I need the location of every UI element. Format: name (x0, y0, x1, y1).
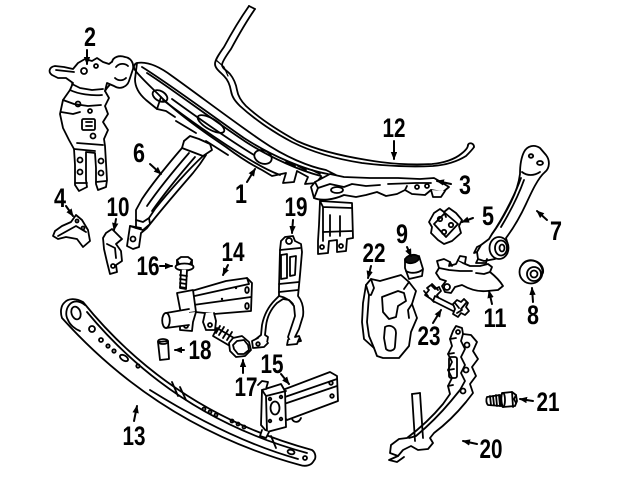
svg-text:5: 5 (482, 201, 494, 231)
svg-text:15: 15 (261, 349, 284, 379)
svg-text:2: 2 (84, 22, 96, 52)
svg-text:20: 20 (480, 434, 503, 464)
svg-text:1: 1 (235, 179, 247, 209)
svg-text:22: 22 (363, 238, 386, 268)
svg-text:19: 19 (285, 192, 308, 222)
svg-text:12: 12 (383, 113, 406, 143)
svg-text:11: 11 (484, 303, 507, 333)
svg-text:8: 8 (527, 300, 539, 330)
svg-text:14: 14 (222, 237, 245, 267)
svg-text:16: 16 (137, 251, 160, 281)
svg-text:7: 7 (550, 216, 562, 246)
svg-text:21: 21 (537, 387, 560, 417)
svg-text:10: 10 (107, 192, 130, 222)
svg-text:23: 23 (418, 321, 441, 351)
svg-text:4: 4 (54, 183, 66, 213)
svg-text:18: 18 (189, 335, 212, 365)
svg-text:3: 3 (459, 170, 471, 200)
svg-text:13: 13 (123, 421, 146, 451)
svg-text:9: 9 (396, 219, 408, 249)
svg-text:17: 17 (235, 372, 258, 402)
svg-text:6: 6 (133, 138, 145, 168)
